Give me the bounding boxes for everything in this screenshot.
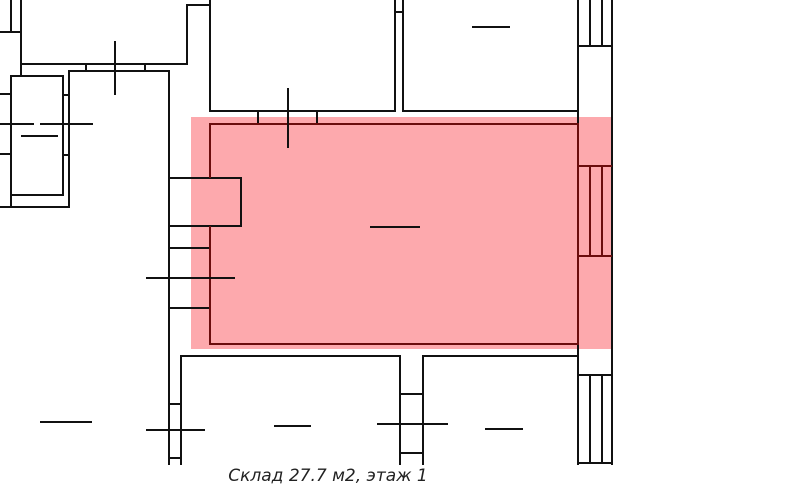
room-caption: Склад 27.7 м2, этаж 1 [228,466,428,486]
highlighted-room-area[interactable] [191,117,613,349]
highlighted-room-walls [209,123,612,345]
door-markers [0,26,523,431]
